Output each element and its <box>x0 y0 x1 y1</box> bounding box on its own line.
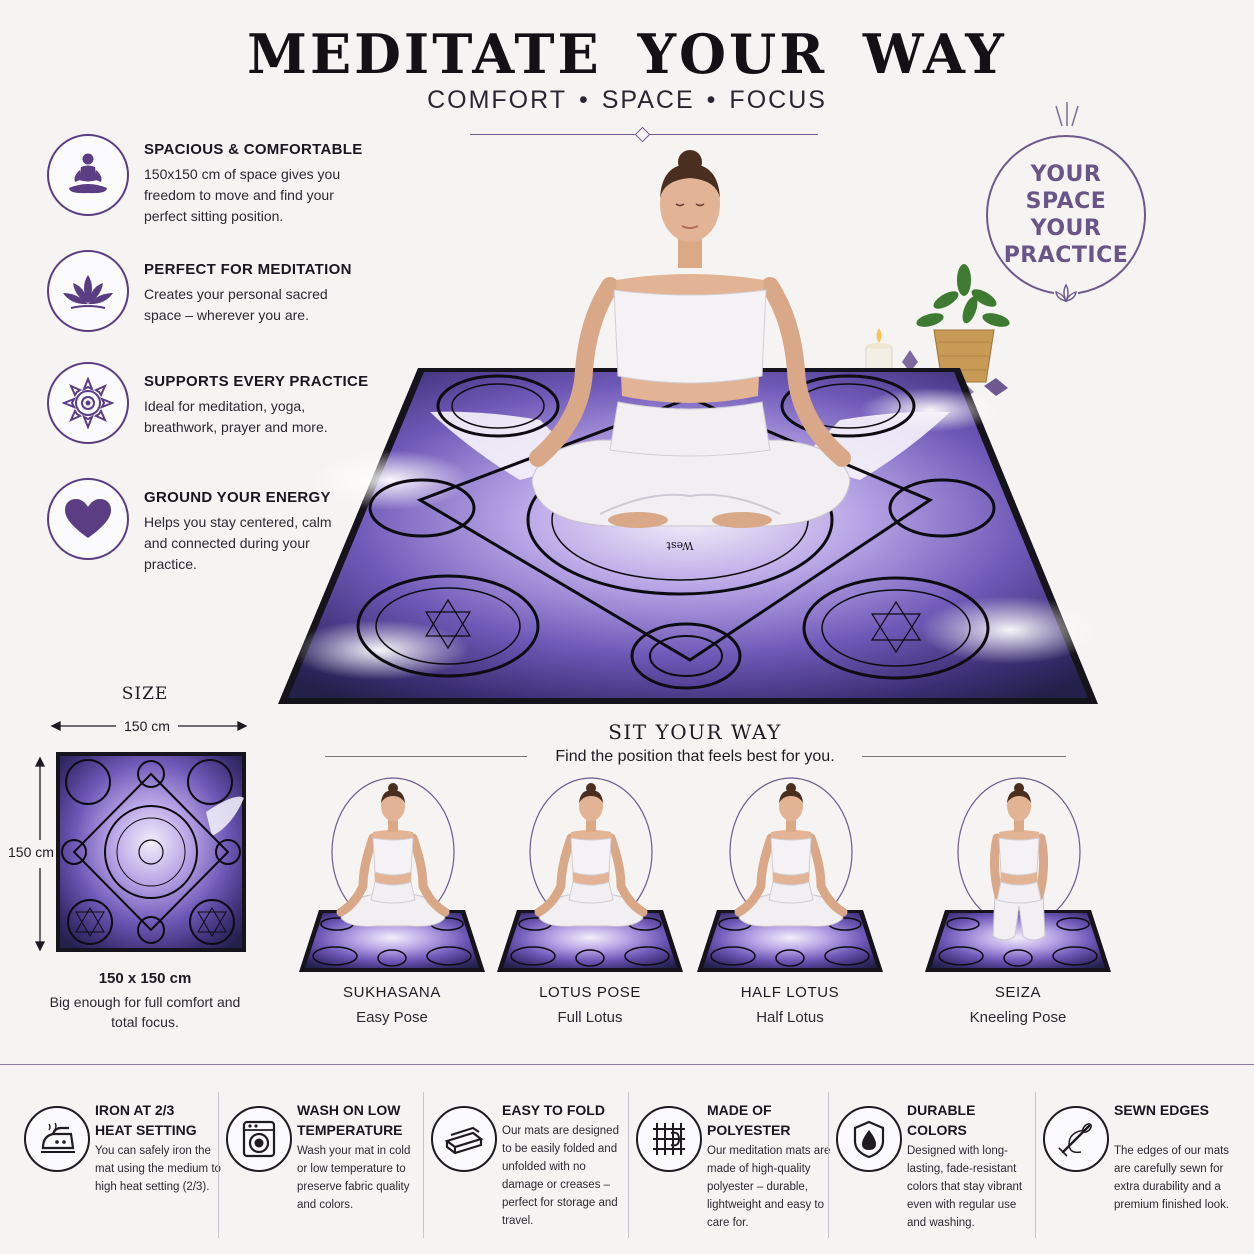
washing-machine-icon <box>226 1106 292 1172</box>
mandala-icon <box>47 362 129 444</box>
sit-subtitle: Find the position that feels best for yo… <box>555 748 835 765</box>
small-lotus-icon <box>1054 283 1078 305</box>
width-dimension-label: 150 cm <box>124 718 170 734</box>
heart-icon <box>47 478 129 560</box>
care-title: DURABLE COLORS <box>907 1102 976 1138</box>
pose-name: LOTUS POSE <box>539 984 641 1001</box>
pose-name: SEIZA <box>994 984 1042 1001</box>
feature-title: PERFECT FOR MEDITATION <box>144 261 352 278</box>
meditation-figure-icon <box>47 134 129 216</box>
sit-divider-right <box>862 756 1066 757</box>
page-title: MEDITATE YOUR WAY <box>247 22 1007 86</box>
care-divider <box>0 1064 1254 1065</box>
care-desc: Designed with long-lasting, fade-resista… <box>907 1145 1023 1229</box>
care-item: MADE OF POLYESTER Our meditation mats are… <box>636 1098 836 1248</box>
care-desc: The edges of our mats are carefully sewn… <box>1114 1145 1230 1211</box>
care-column-divider <box>1035 1092 1036 1238</box>
pose-name: SUKHASANA <box>343 984 441 1001</box>
width-dimension-arrow <box>50 720 248 732</box>
care-desc: Our mats are designed to be easily folde… <box>502 1125 619 1227</box>
subtitle-word: FOCUS <box>729 86 827 114</box>
care-item: SEWN EDGES The edges of our mats are care… <box>1043 1098 1243 1248</box>
feature-title: GROUND YOUR ENERGY <box>144 489 331 506</box>
meditating-woman <box>529 150 851 528</box>
iron-icon <box>24 1106 90 1172</box>
size-caption-title: 150 x 150 cm <box>98 970 192 987</box>
care-title: WASH ON LOW TEMPERATURE <box>297 1102 403 1138</box>
care-column-divider <box>628 1092 629 1238</box>
care-item: DURABLE COLORS Designed with long-lasting… <box>836 1098 1036 1248</box>
subtitle-word: SPACE <box>601 86 695 114</box>
care-column-divider <box>218 1092 219 1238</box>
sit-divider-left <box>325 756 527 757</box>
needle-icon <box>1043 1106 1109 1172</box>
subtitle-word: COMFORT <box>427 86 567 114</box>
size-label: SIZE <box>121 684 169 704</box>
height-dimension-arrow <box>34 756 46 952</box>
subtitle-separator: • <box>578 86 590 114</box>
care-column-divider <box>423 1092 424 1238</box>
pose-illustration <box>497 777 683 972</box>
fabric-weave-icon <box>636 1106 702 1172</box>
feature-title: SUPPORTS EVERY PRACTICE <box>144 373 369 390</box>
feature-desc: Ideal for meditation, yoga, breathwork, … <box>144 398 328 435</box>
sun-rays-ornament <box>1055 102 1079 127</box>
feature-desc: Creates your personal sacred space – whe… <box>144 286 328 323</box>
badge-line: PRACTICE <box>1003 243 1129 268</box>
page-subtitle: COMFORT • SPACE • FOCUS <box>0 86 1254 115</box>
care-desc: You can safely iron the mat using the me… <box>95 1145 221 1193</box>
pose-subtitle: Easy Pose <box>356 1009 428 1026</box>
care-title: SEWN EDGES <box>1114 1102 1209 1118</box>
mat-direction-label: West <box>666 539 694 552</box>
pose-card: SEIZA Kneeling Pose <box>923 776 1113 1036</box>
care-column-divider <box>828 1092 829 1238</box>
care-title: IRON AT 2/3 HEAT SETTING <box>95 1102 197 1138</box>
badge-line: YOUR <box>1030 216 1102 241</box>
pose-subtitle: Full Lotus <box>557 1009 623 1026</box>
badge-line: SPACE <box>1025 189 1107 214</box>
pose-subtitle: Half Lotus <box>756 1009 824 1026</box>
sit-title: SIT YOUR WAY <box>608 720 782 744</box>
size-caption: Big enough for full comfort and total fo… <box>49 994 241 1030</box>
potted-plant-decor <box>916 264 1010 383</box>
lotus-icon <box>47 250 129 332</box>
subtitle-separator: • <box>706 86 718 114</box>
care-item: IRON AT 2/3 HEAT SETTING You can safely i… <box>24 1098 224 1248</box>
pose-subtitle: Kneeling Pose <box>969 1009 1067 1026</box>
pose-illustration <box>925 777 1111 972</box>
pose-card: LOTUS POSE Full Lotus <box>495 776 685 1036</box>
care-desc: Wash your mat in cold or low temperature… <box>297 1145 411 1211</box>
badge-line: YOUR <box>1030 162 1102 187</box>
folded-fabric-icon <box>431 1106 497 1172</box>
height-dimension-label: 150 cm <box>8 844 54 860</box>
care-title: MADE OF POLYESTER <box>707 1102 791 1138</box>
pose-illustration <box>697 777 883 972</box>
pose-name: HALF LOTUS <box>740 984 840 1001</box>
color-drop-icon <box>836 1106 902 1172</box>
header-diamond-ornament <box>634 126 651 143</box>
hero-meditation-scene: West <box>278 150 1100 704</box>
pose-card: SUKHASANA Easy Pose <box>297 776 487 1036</box>
pose-illustration <box>299 777 485 972</box>
pose-card: HALF LOTUS Half Lotus <box>695 776 885 1036</box>
care-item: EASY TO FOLD Our mats are designed to be … <box>431 1098 631 1248</box>
care-title: EASY TO FOLD <box>502 1102 605 1118</box>
feature-desc: 150x150 cm of space gives you freedom to… <box>144 166 341 224</box>
candle-decor <box>865 328 893 373</box>
care-desc: Our meditation mats are made of high-qua… <box>707 1145 831 1229</box>
care-item: WASH ON LOW TEMPERATURE Wash your mat in … <box>226 1098 426 1248</box>
feature-desc: Helps you stay centered, calm and connec… <box>144 514 332 572</box>
feature-title: SPACIOUS & COMFORTABLE <box>144 141 363 158</box>
mat-top-view-image <box>56 752 246 952</box>
